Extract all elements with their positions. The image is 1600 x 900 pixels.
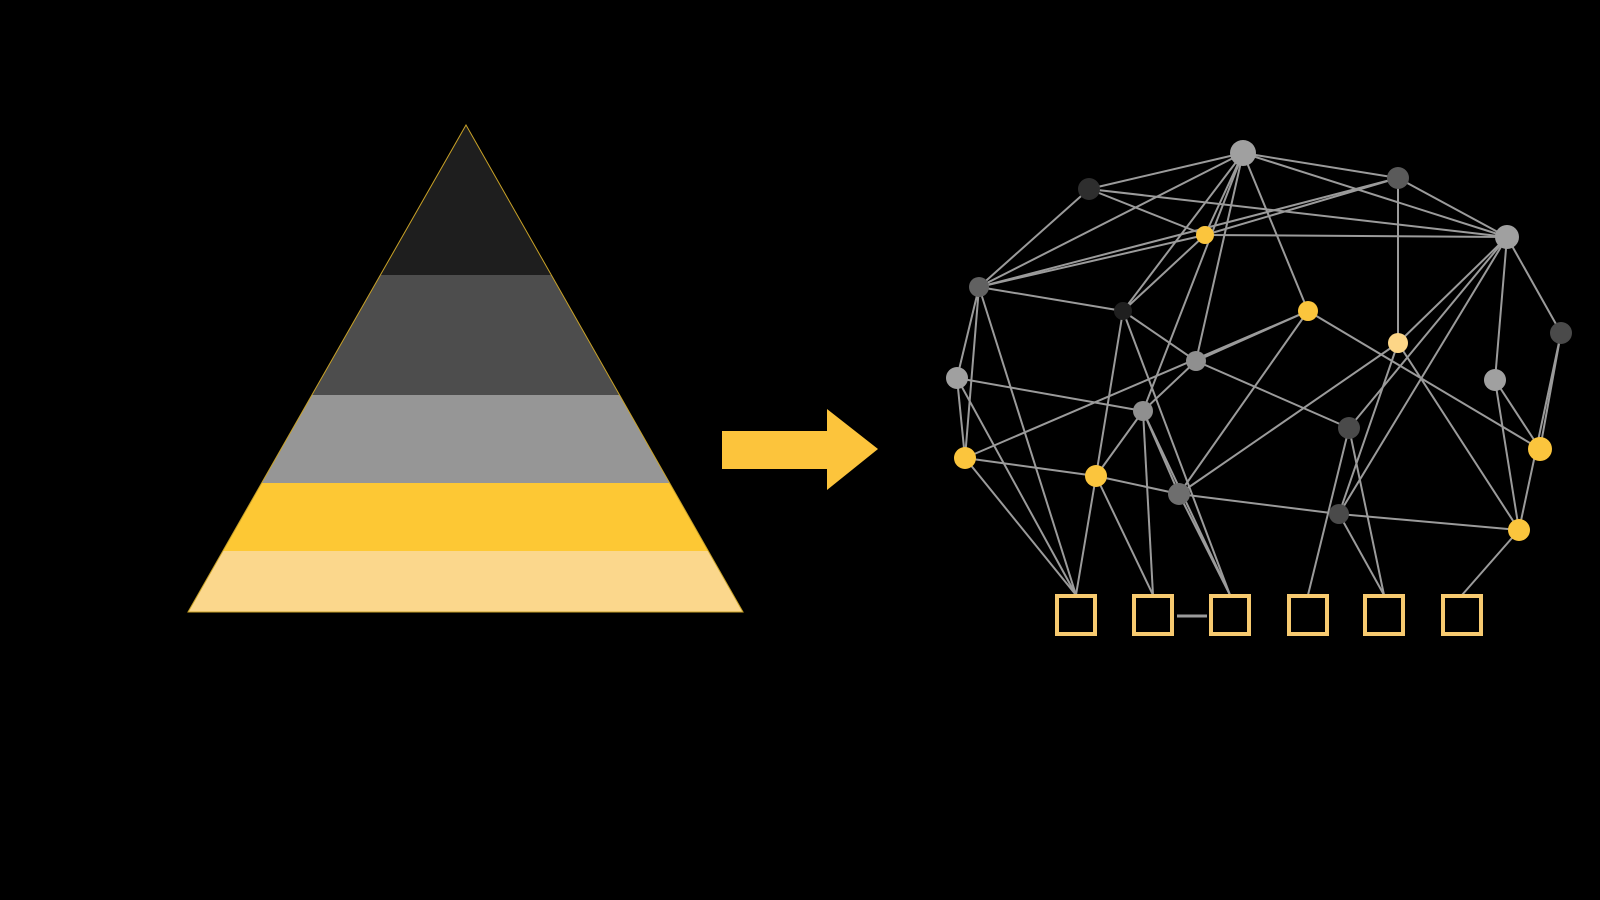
network-edge [1122,234,1206,312]
network-edge [1348,236,1508,429]
network-edge [978,286,1124,312]
network-node-n10 [946,367,968,389]
square-6 [1441,594,1483,636]
pyramid [187,123,744,613]
network-square-edge [1142,410,1231,596]
network-node-n9 [1388,333,1408,353]
network-edge [964,310,1309,459]
network-square-edge [978,286,1077,596]
network-edge [1195,152,1244,362]
arrow-shape [722,409,878,490]
right-arrow-icon [722,409,878,490]
network-square-edge [956,377,1077,596]
pyramid-layer-5 [188,551,743,612]
network-node-n19 [1329,504,1349,524]
network-edge [1494,379,1520,531]
network-node-n6 [1495,225,1519,249]
square-1 [1055,594,1097,636]
network-square-edge [1142,410,1154,596]
square-5 [1363,594,1405,636]
square-2 [1132,594,1174,636]
pyramid-layer-3 [261,395,670,483]
network-node-n11 [1186,351,1206,371]
network-edge [1518,332,1562,531]
network-edge [1338,236,1508,515]
network-square-edge [1122,310,1231,596]
network-edge [1242,152,1309,312]
network-node-n4 [969,277,989,297]
network-edge [1397,342,1520,531]
network-edge [964,286,980,459]
network-edge [1195,360,1350,429]
network-edge [1178,493,1340,515]
network-node-n16 [1085,465,1107,487]
pyramid-outline [187,123,744,613]
network-edge [956,377,1144,412]
network-square-edge [1348,427,1385,596]
network-edge [1122,152,1244,312]
pyramid-layer-2 [311,275,620,395]
square-3 [1209,594,1251,636]
network-edge [1506,236,1562,334]
network-edge [1095,410,1144,477]
network-edge [978,152,1244,288]
network-nodes [946,140,1572,541]
network-edge [1204,177,1399,236]
square-4 [1287,594,1329,636]
network-edge [1242,152,1508,238]
network-edge [1142,152,1244,412]
network-edge [1178,342,1399,495]
network-node-n17 [1168,483,1190,505]
network-node-n7 [1114,302,1132,320]
network-edge [1088,152,1244,190]
network-node-n13 [1484,369,1506,391]
network-node-n2 [1230,140,1256,166]
network-edge [1242,152,1399,179]
pyramid-layer-1 [380,125,552,275]
network-edge [1142,360,1197,412]
network-edge [956,286,980,379]
network-edge [964,457,1097,477]
network-edge [1494,236,1508,381]
network-edge [1338,342,1399,515]
network-edge [1397,236,1508,344]
network-node-n14 [1133,401,1153,421]
network-edges [956,152,1562,596]
network-edge [1338,513,1520,531]
network-square-edge [1307,427,1350,596]
network-node-n3 [1387,167,1409,189]
network-square-edge [1075,475,1097,596]
network-edge [978,234,1206,288]
network-edge [1095,475,1180,495]
network-square-edge [1095,475,1154,596]
network-node-n18 [1338,417,1360,439]
network-edge [1397,177,1508,238]
network-edge [1095,310,1124,477]
network-node-n21 [1508,519,1530,541]
network-node-n1 [1078,178,1100,200]
network-node-n5 [1196,226,1214,244]
network-edge [978,177,1399,288]
network-node-n8 [1298,301,1318,321]
network-edge [1088,188,1508,238]
input-squares [1055,594,1483,636]
network-square-edge [1338,513,1385,596]
network-node-n20 [1528,437,1552,461]
network-edge [978,188,1090,288]
network-edge [1307,310,1541,450]
pyramid-layer-4 [222,483,709,551]
network-edge [1204,234,1508,238]
network-edge [1122,310,1197,362]
network-edge [1178,310,1309,495]
network-square-edge [1461,529,1520,596]
network-edge [1494,379,1541,450]
network-edge [956,377,966,459]
network-node-n12 [1550,322,1572,344]
network-node-n15 [954,447,976,469]
network-square-edge [964,457,1077,596]
